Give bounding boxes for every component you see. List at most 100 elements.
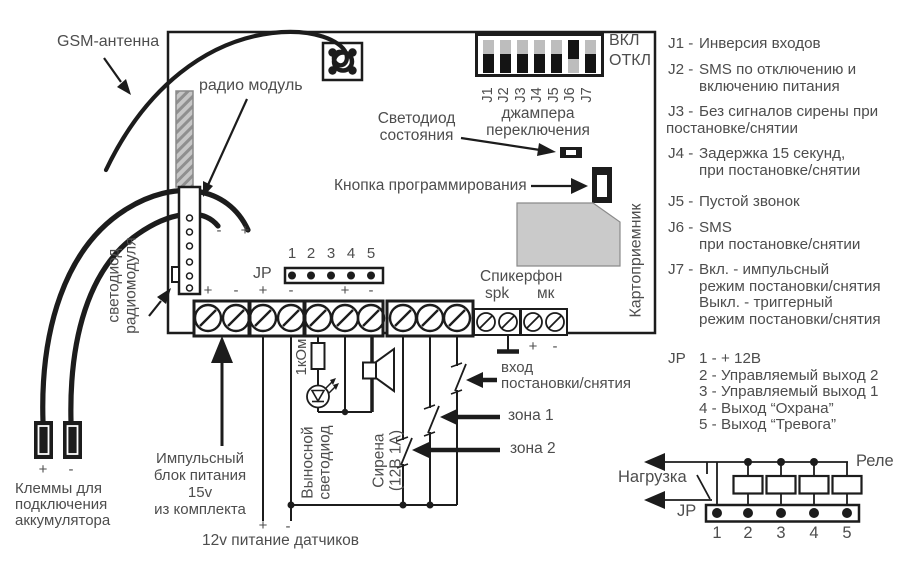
legend-id: J6 -: [668, 219, 694, 236]
legend-item-j5: J5 - Пустой звонок: [668, 193, 800, 210]
terminal-group-mk: [520, 308, 568, 336]
module-led-arrow: [148, 300, 162, 317]
relay-coil: [765, 474, 797, 495]
dip-switch-j7: [585, 40, 596, 73]
jp-pin-number: 2: [306, 245, 316, 262]
legend-item-j4: J4 - Задержка 15 секунд, при постановке/…: [668, 145, 861, 179]
mk-label: мк: [537, 285, 555, 302]
legend-id: J4 -: [668, 145, 694, 162]
siren-speaker-symbol: [362, 361, 377, 380]
dip-switch-j4: [534, 40, 545, 73]
dip-switch-j2: [500, 40, 511, 73]
dip-switch-j3: [517, 40, 528, 73]
gsm-antenna-label: GSM-антенна: [57, 33, 160, 50]
dip-knob: [517, 54, 528, 73]
jp-pin-number: 5: [366, 245, 376, 262]
psu-arrow: [211, 336, 233, 446]
resistor-label: 1кОм: [292, 338, 310, 376]
radio-module-label: радио модуль: [199, 77, 303, 94]
zone2-label: зона 2: [510, 440, 556, 457]
gsm-antenna-arrow: [103, 57, 122, 83]
dip-knob: [483, 54, 494, 73]
prog-button-label: Кнопка программирования: [334, 177, 527, 194]
sim-card: [516, 202, 621, 267]
status-led-arrow: [460, 136, 541, 152]
relay-pin-number: 4: [809, 524, 819, 542]
ground-symbol: [497, 335, 519, 354]
external-led-symbol: [306, 384, 330, 409]
dip-switch-j6: [568, 40, 579, 73]
relay-coil: [831, 474, 863, 495]
legend-id: J1 -: [668, 35, 694, 52]
status-led-label: Светодиод состояния: [377, 110, 456, 144]
polarity-plus: +: [203, 282, 213, 299]
dip-knob: [551, 54, 562, 73]
legend-id: J2 -: [668, 61, 694, 78]
jp-header: [283, 266, 385, 285]
jp-pin-number: 1: [287, 245, 297, 262]
relay-diagram: [644, 453, 863, 523]
dip-caption: джампера переключения: [486, 105, 590, 139]
legend-id: J7 -: [668, 261, 694, 278]
dip-knob: [500, 54, 511, 73]
relay-jp-label: JP: [677, 502, 697, 520]
battery-clamps: [34, 421, 82, 459]
external-led-label: Выносной светодиод: [299, 425, 333, 500]
relay-pin-number: 3: [776, 524, 786, 542]
legend-id: J5 -: [668, 193, 694, 210]
dip-switch-block: [475, 33, 604, 77]
callout-arrows: [103, 57, 588, 317]
polarity-plus: +: [258, 282, 268, 299]
dip-on-label: ВКЛ: [609, 32, 640, 49]
zone1-label: зона 1: [508, 407, 554, 424]
dip-knob: [568, 40, 579, 59]
polarity-minus: -: [216, 222, 222, 239]
program-button: [592, 167, 612, 203]
dip-knob: [534, 54, 545, 73]
psu-label: Импульсный блок питания 15v из комплекта: [153, 450, 247, 518]
load-label: Нагрузка: [618, 468, 687, 486]
gsm-antenna-cable: [103, 29, 349, 173]
antenna-strip: [175, 90, 194, 188]
polarity-plus: +: [240, 222, 250, 239]
legend-item-j1: J1 - Инверсия входов: [668, 35, 821, 52]
dip-off-label: ОТКЛ: [609, 52, 652, 69]
polarity-minus: -: [233, 282, 239, 299]
bottom-wiring: [262, 336, 467, 521]
battery-label: Клеммы для подключения аккумулятора: [15, 480, 111, 529]
radio-module-arrow: [206, 98, 249, 186]
legend-item-j3: J3 - Без сигналов сирены при постановке/…: [666, 103, 879, 137]
siren-label: Сирена (12В 1А): [370, 430, 404, 492]
legend-id: JP: [668, 350, 686, 367]
polarity-minus: -: [285, 518, 291, 535]
dip-label-j7: J7: [579, 87, 595, 103]
jp-pin-number: 4: [346, 245, 356, 262]
polarity-plus: +: [258, 517, 268, 534]
relay-pin-number: 2: [743, 524, 753, 542]
dip-switch-j5: [551, 40, 562, 73]
spk-label: spk: [485, 285, 510, 302]
relay-pin-number: 1: [712, 524, 722, 542]
polarity-minus: -: [552, 338, 558, 355]
terminal-group-spk: [473, 308, 521, 336]
legend-item-j6: J6 - SMS при постановке/снятии: [668, 219, 861, 253]
relay-name-label: Реле: [856, 452, 894, 470]
relay-pin-number: 5: [842, 524, 852, 542]
dip-switch-j1: [483, 40, 494, 73]
dip-knob: [585, 54, 596, 73]
legend-item-j2: J2 - SMS по отключению и включению питан…: [668, 61, 857, 95]
polarity-plus: +: [340, 282, 350, 299]
polarity-minus: -: [288, 282, 294, 299]
relay-coil: [798, 474, 830, 495]
radio-module-connector: [171, 185, 202, 296]
switch-callout-arrows: [412, 372, 500, 458]
speakerphone-label: Спикерфон: [480, 268, 563, 285]
legend-id: J3 -: [668, 103, 694, 120]
polarity-minus: -: [368, 282, 374, 299]
sensors-power-label: 12v питание датчиков: [202, 532, 360, 549]
relay-coil: [732, 474, 764, 495]
dip-label-j1: J1: [480, 87, 496, 103]
polarity-plus: +: [528, 338, 538, 355]
